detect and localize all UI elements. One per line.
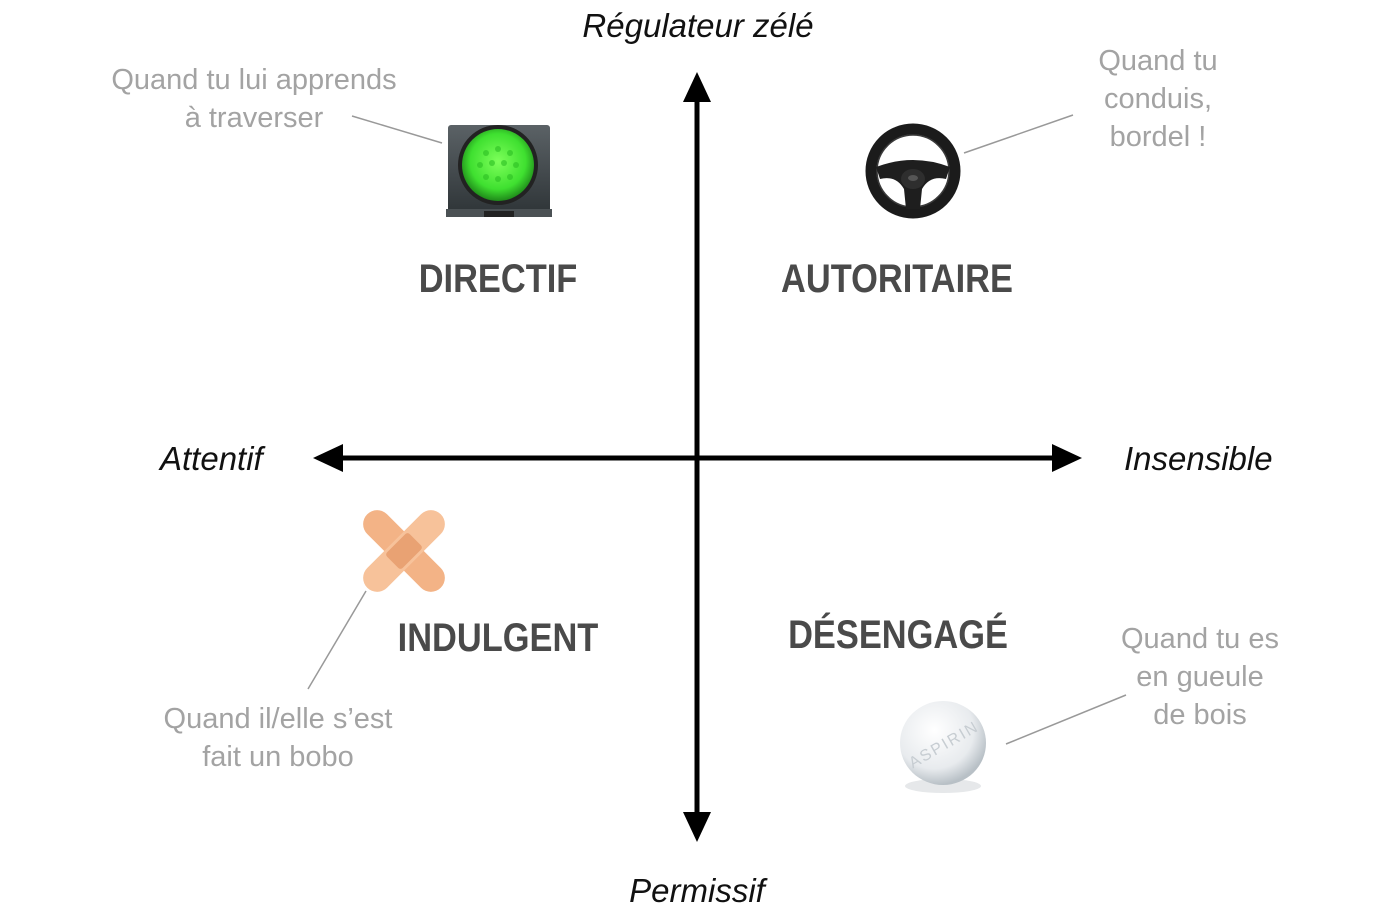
axis-label-top: Régulateur zélé: [582, 7, 814, 44]
quadrant-label-autoritaire: AUTORITAIRE: [781, 257, 1013, 301]
note-line: Quand tu: [1098, 45, 1218, 77]
note-line: Quand tu lui apprends: [111, 64, 397, 96]
note-line: conduis,: [1103, 83, 1212, 115]
arrow-right: [1052, 444, 1082, 472]
note-line: bordel !: [1109, 121, 1207, 153]
note-line: fait un bobo: [202, 741, 354, 773]
note-bottom-right: Quand tu es en gueule de bois: [1100, 620, 1300, 734]
arrow-left: [313, 444, 343, 472]
quadrant-label-directif: DIRECTIF: [418, 257, 578, 301]
bandage-icon: [363, 510, 445, 592]
connector-top-left: [351, 115, 443, 144]
quadrant-label-desengage: DÉSENGAGÉ: [788, 613, 1008, 657]
note-line: Quand tu es: [1121, 623, 1279, 655]
note-top-right: Quand tu conduis, bordel !: [1078, 42, 1238, 156]
connector-bottom-right: [1005, 694, 1127, 745]
note-line: Quand il/elle s’est: [163, 703, 393, 735]
note-line: en gueule: [1136, 661, 1264, 693]
axis-label-left: Attentif: [160, 440, 263, 477]
axis-label-right: Insensible: [1124, 440, 1273, 477]
arrow-up: [683, 72, 711, 102]
axis-label-bottom: Permissif: [629, 872, 765, 909]
note-line: de bois: [1153, 699, 1247, 731]
steering-wheel-icon: [865, 123, 961, 219]
note-line: à traverser: [184, 102, 324, 134]
note-bottom-left: Quand il/elle s’est fait un bobo: [138, 700, 418, 776]
traffic-light-icon: [446, 125, 552, 217]
arrow-down: [683, 812, 711, 842]
connector-bottom-left: [307, 590, 367, 690]
note-top-left: Quand tu lui apprends à traverser: [94, 61, 414, 137]
quadrant-label-indulgent: INDULGENT: [397, 616, 599, 660]
aspirin-pill-icon: ASPIRIN: [900, 701, 986, 793]
connector-top-right: [963, 114, 1074, 154]
